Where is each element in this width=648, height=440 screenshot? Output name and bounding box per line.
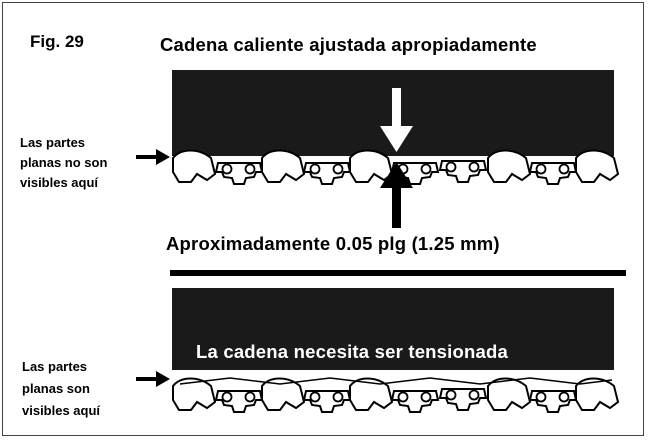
top-side-label-line: Las partes: [20, 135, 86, 150]
top-side-label: Las partes planas no son visibles aquí: [20, 133, 107, 193]
bottom-side-label-line: planas son: [22, 381, 90, 396]
tension-message: La cadena necesita ser tensionada: [196, 341, 508, 362]
arrow-right-icon: [136, 149, 170, 165]
figure-label: Fig. 29: [30, 32, 84, 51]
top-side-label-line: visibles aquí: [20, 175, 99, 190]
arrow-right-icon: [136, 371, 170, 387]
measurement-label: Aproximadamente 0.05 plg (1.25 mm): [166, 233, 500, 254]
section-divider: [170, 270, 626, 276]
bottom-chain: [172, 377, 619, 413]
bottom-side-label: Las partes planas son visibles aquí: [22, 356, 100, 422]
bottom-guide-bar: [172, 288, 614, 370]
top-side-label-line: planas no son: [20, 155, 108, 170]
arrow-up-icon: [380, 162, 413, 228]
arrow-down-icon: [380, 88, 413, 152]
figure-title: Cadena caliente ajustada apropiadamente: [160, 34, 537, 55]
bottom-side-label-line: visibles aquí: [22, 403, 101, 418]
bottom-side-label-line: Las partes: [22, 359, 88, 374]
